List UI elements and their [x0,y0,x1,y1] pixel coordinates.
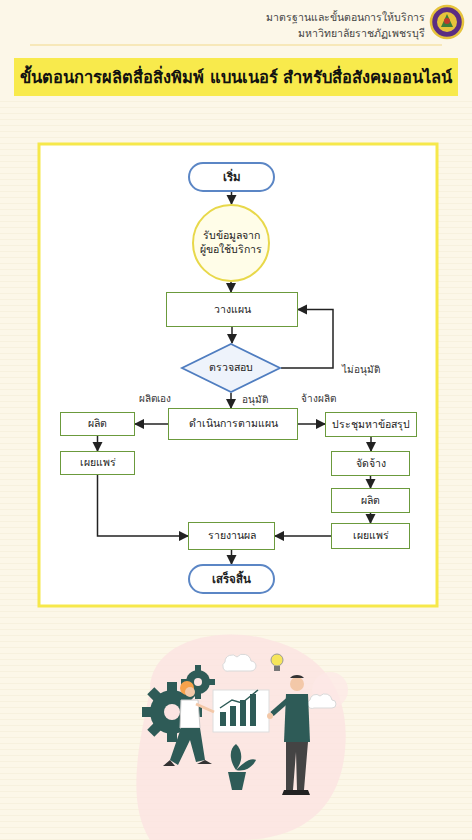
pill-shape [189,163,274,191]
node-text: รายงานผล [208,529,256,543]
diagram-frame [39,144,437,606]
connector-arrow [298,423,325,425]
node-text: เผยแพร่ [80,456,116,470]
connector-arrow [231,550,233,564]
process-box: ผลิต [60,412,135,436]
connector-arrow [231,327,233,343]
terminal-pill: เสร็จสิ้น [188,564,275,594]
node-text: จัดจ้าง [356,457,386,471]
process-box: ดำเนินการตามแผน [168,408,298,440]
diamond-shape [182,344,280,392]
logo [431,6,463,38]
process-box: ประชุมหาข้อสรุป [325,412,417,437]
header-text: มหาวิทยาลัยราชภัฏเพชรบุรี [298,25,425,42]
connector-arrow [231,192,233,204]
illustration [136,634,348,840]
header-text: มาตรฐานและขั้นตอนการให้บริการ [266,9,425,26]
title-text: ขั้นตอนการผลิตสื่อสิ่งพิมพ์ แบนเนอร์ สำห… [20,64,452,90]
node-text: เผยแพร่ [353,529,389,543]
node-text: เริ่ม [223,170,241,185]
process-box: รายงานผล [188,522,275,550]
connector-arrow [97,436,99,451]
node-text: วางแผน [214,303,251,317]
edge-label: อนุมัติ [240,392,270,407]
node-text: รับข้อมูลจาก ผู้ขอใช้บริการ [200,229,262,256]
process-box: ผลิต [331,488,410,513]
terminal-pill: เริ่ม [188,162,275,192]
node-text: เสร็จสิ้น [212,572,251,587]
node-text: ประชุมหาข้อสรุป [332,418,410,432]
node-text: ตรวจสอบ [209,361,253,375]
pill-shape [189,565,274,593]
connector-arrow [275,535,331,537]
process-box: วางแผน [166,292,298,327]
connector-arrow [98,475,189,536]
process-box: เผยแพร่ [60,451,135,475]
edge-label: ผลิตเอง [137,391,173,406]
edge-label: จ้างผลิต [299,391,338,406]
connector-arrow [230,393,232,408]
edge-label: ไม่อนุมัติ [340,362,382,377]
process-box: จัดจ้าง [331,451,410,476]
connector-arrow [370,476,372,488]
node-text: ดำเนินการตามแผน [189,417,278,431]
process-box: เผยแพร่ [331,523,410,549]
connector-arrow [370,437,372,451]
title-band [14,58,458,96]
input-circle: รับข้อมูลจาก ผู้ขอใช้บริการ [192,204,270,282]
connector-arrow [135,423,168,425]
node-text: ผลิต [361,494,380,508]
node-text: ผลิต [88,417,107,431]
circle-shape [193,205,269,281]
connector-arrow [370,513,372,523]
connector-arrow [230,282,232,292]
decision-diamond: ตรวจสอบ [181,343,281,393]
